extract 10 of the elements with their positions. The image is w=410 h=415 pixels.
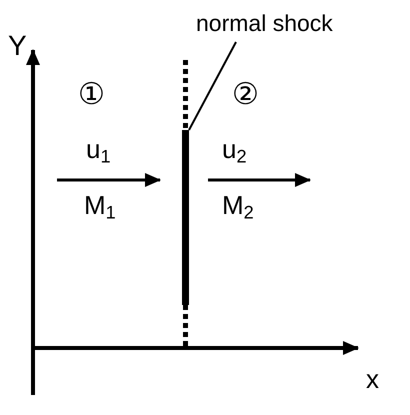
axis-label: x [366, 366, 379, 392]
axis-label: Y [8, 32, 27, 60]
velocity-label: u$_{2}$ [222, 136, 247, 166]
mach-label: M$_{2}$ [222, 192, 254, 222]
region-number: ② [232, 80, 259, 110]
mach-label: M$_{1}$ [84, 192, 116, 222]
shock-label: normal shock [196, 12, 333, 35]
velocity-label: u$_{1}$ [86, 136, 111, 166]
leader-line [188, 42, 237, 130]
region-number: ① [78, 80, 105, 110]
